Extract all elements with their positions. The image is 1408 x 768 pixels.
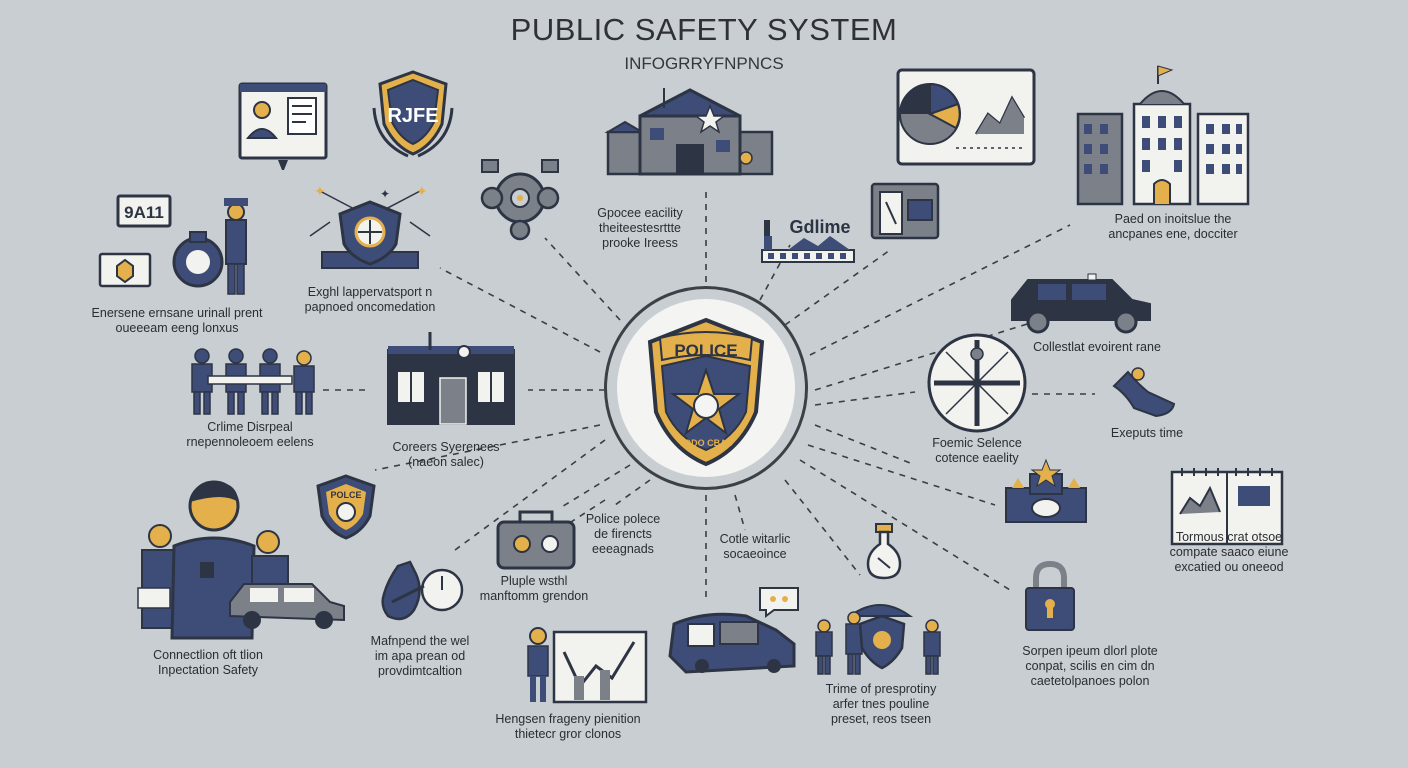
- padlock-icon: [1025, 560, 1075, 631]
- case-file-icon: [870, 182, 940, 240]
- city-buildings-icon: [1076, 65, 1250, 206]
- analytics-notebook-icon: [1170, 468, 1284, 546]
- flask-icon: [866, 523, 902, 580]
- patrol-car-label: Collestlat evoirent rane: [1033, 340, 1161, 354]
- officers-group-icon: [191, 348, 315, 415]
- small-badge-text: POLCE: [330, 490, 361, 500]
- svg-text:✦: ✦: [416, 183, 428, 199]
- toolkit-bag-icon: [496, 510, 576, 570]
- response-team-icon: [815, 604, 941, 675]
- speech-bubble-icon: [759, 587, 799, 618]
- page-title: PUBLIC SAFETY SYSTEM: [510, 12, 898, 47]
- training-chart-icon: [527, 627, 648, 704]
- castle-seal-icon: [1005, 458, 1087, 523]
- monitor-officer-icon: [238, 82, 328, 170]
- pie-chart-board-icon: [896, 68, 1036, 166]
- page-subtitle: INFOGRRYFNPNCS: [624, 54, 784, 73]
- svg-text:✦: ✦: [314, 183, 326, 199]
- phone-number-text: 9A11: [124, 203, 164, 222]
- gdilme-panel-icon: [761, 220, 855, 263]
- station-label: Coreers Syerenecs(naeon salec): [392, 440, 500, 469]
- patrol-car-icon: [1011, 273, 1151, 334]
- hub-badge-top-text: POLICE: [674, 341, 737, 360]
- gdilme-label: Gdlime: [789, 217, 851, 237]
- evidence-bag-icon: [381, 560, 464, 621]
- svg-text:✦: ✦: [380, 187, 390, 201]
- fingerprint-hand-icon: [1112, 367, 1176, 418]
- exeputs-label: Exeputs time: [1110, 426, 1184, 440]
- monitor-badge-text: RJFE: [387, 105, 438, 127]
- emergency-call-icon: 9A11: [98, 194, 248, 295]
- police-shield-icon: POLCE: [316, 474, 376, 540]
- forensic-compass-icon: [927, 333, 1027, 433]
- police-badge-icon: POLICE TODO CBAD: [647, 317, 765, 467]
- community-people-icon: [137, 480, 345, 640]
- accident-car-icon: [668, 612, 796, 674]
- gears-icon: [480, 159, 560, 241]
- station-house-icon: [387, 332, 515, 425]
- laurel-shield-icon: RJFE: [372, 70, 454, 158]
- police-station-icon: [604, 88, 774, 176]
- drone-shield-icon: ✦ ✦ ✦: [309, 183, 431, 269]
- hub-badge-bottom-text: TODO CBAD: [679, 438, 734, 448]
